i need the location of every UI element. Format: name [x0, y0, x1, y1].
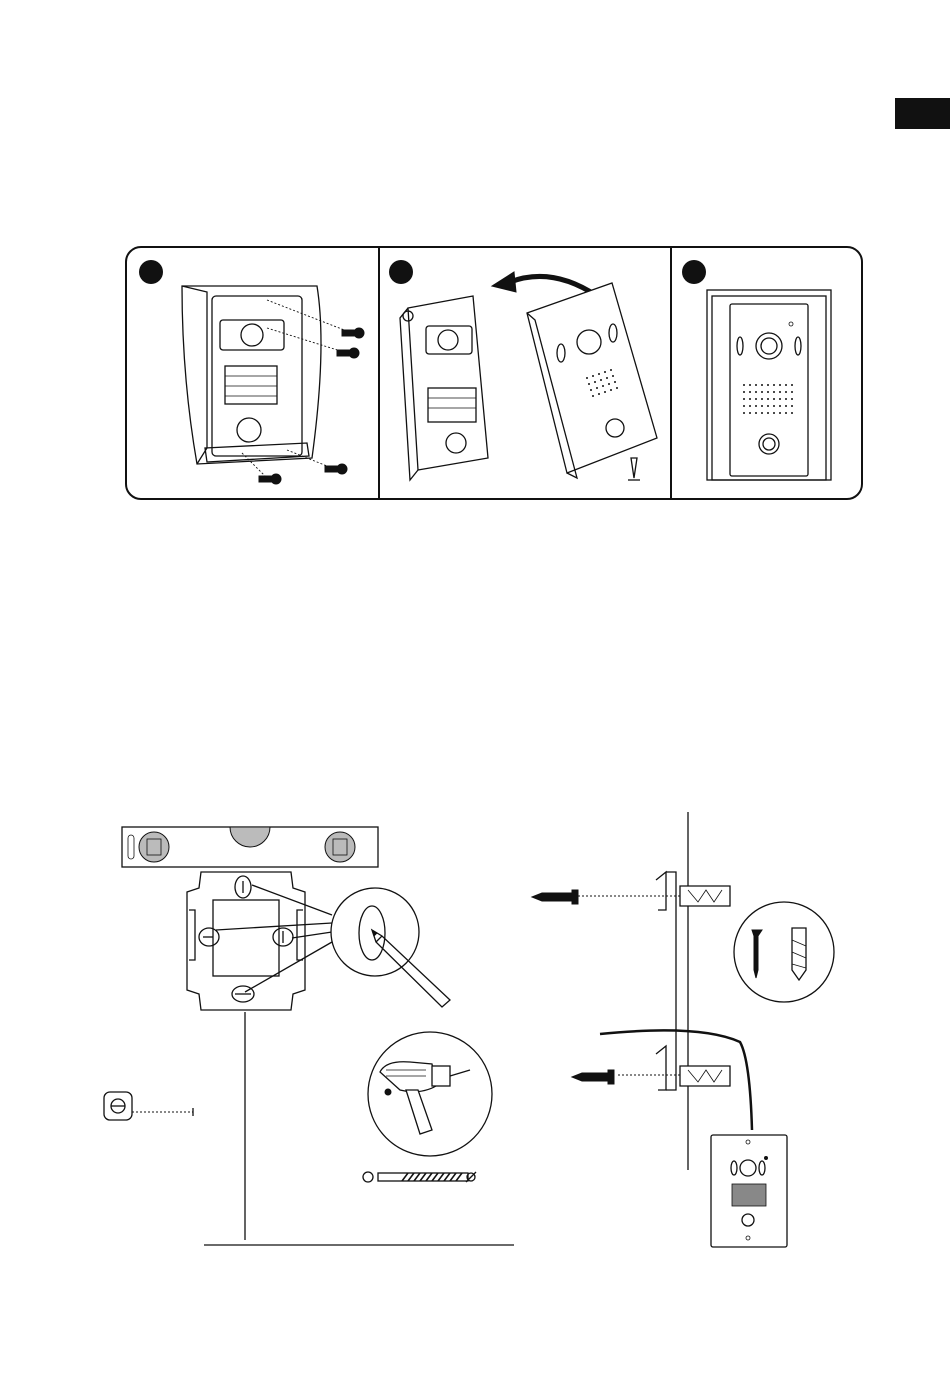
- wall-anchor-icon: [732, 900, 838, 1006]
- drill-bit-icon: [362, 1170, 478, 1184]
- screw-icon: [342, 326, 364, 340]
- doorbell-cover-icon: [517, 278, 667, 488]
- section-tab-marker: [895, 98, 950, 129]
- screw-icon: [627, 458, 641, 482]
- screw-icon: [337, 346, 359, 360]
- spirit-level-icon: [122, 827, 380, 869]
- screw-icon: [325, 462, 347, 476]
- steps-panel: [125, 246, 863, 500]
- tape-measure-icon: [103, 1090, 195, 1124]
- screw-icon: [572, 1068, 618, 1086]
- screw-icon: [532, 888, 582, 906]
- doorbell-front-icon: [710, 1134, 788, 1248]
- doorbell-front-icon: [672, 248, 863, 500]
- floor-line: [204, 1243, 516, 1247]
- guide-line: [243, 1012, 247, 1242]
- pencil-icon: [372, 930, 454, 1008]
- drill-icon: [366, 1030, 496, 1160]
- screw-icon: [259, 472, 281, 486]
